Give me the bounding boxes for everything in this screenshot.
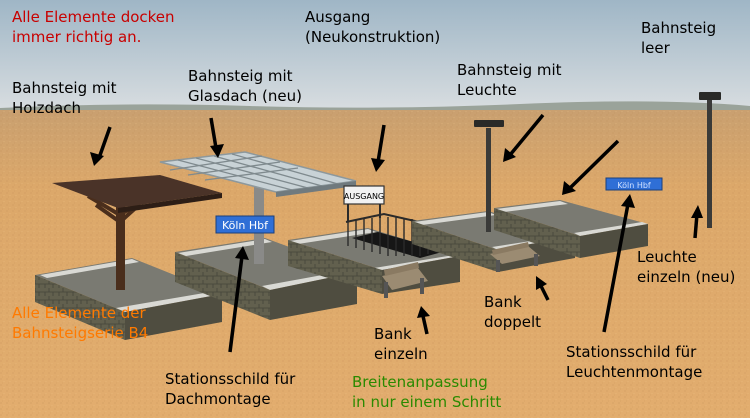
lamp-single: [699, 92, 721, 228]
station-sign-lamp-text: Köln Hbf: [617, 181, 651, 190]
label-leuchte-einzeln: Leuchte einzeln (neu): [637, 248, 736, 286]
label-ausgang: Ausgang (Neukonstruktion): [305, 8, 441, 46]
label-bank-doppelt: Bank doppelt: [484, 293, 542, 331]
label-breitenanpassung: Breitenanpassung in nur einem Schritt: [352, 373, 502, 411]
bench-single: [382, 262, 428, 298]
label-holzdach: Bahnsteig mit Holzdach: [12, 79, 117, 117]
far-hills: [0, 101, 750, 112]
label-leuchte-platform: Bahnsteig mit Leuchte: [457, 61, 562, 99]
annotation-arrows: [90, 113, 703, 353]
station-sign-roof-text: Köln Hbf: [222, 219, 269, 232]
sky: [0, 0, 750, 110]
platform-exit: AUSGANG: [288, 185, 460, 298]
label-leer: Bahnsteig leer: [641, 19, 717, 57]
label-schild-dach: Stationsschild für Dachmontage: [165, 370, 296, 408]
platform-empty: [494, 200, 648, 258]
docking-note: Alle Elemente docken immer richtig an.: [12, 8, 175, 46]
label-bank-einzeln: Bank einzeln: [374, 325, 428, 363]
station-sign-lamp: Köln Hbf: [605, 177, 663, 191]
platform-wooden-roof: [35, 175, 222, 340]
platform-glass-roof: Köln Hbf: [159, 151, 357, 320]
exit-sign-text: AUSGANG: [344, 192, 384, 201]
label-glasdach: Bahnsteig mit Glasdach (neu): [188, 67, 302, 105]
label-schild-leuchte: Stationsschild für Leuchtenmontage: [566, 343, 703, 381]
bench-double: [490, 242, 540, 272]
label-series: Alle Elemente der Bahnsteigserie B4: [12, 304, 149, 342]
